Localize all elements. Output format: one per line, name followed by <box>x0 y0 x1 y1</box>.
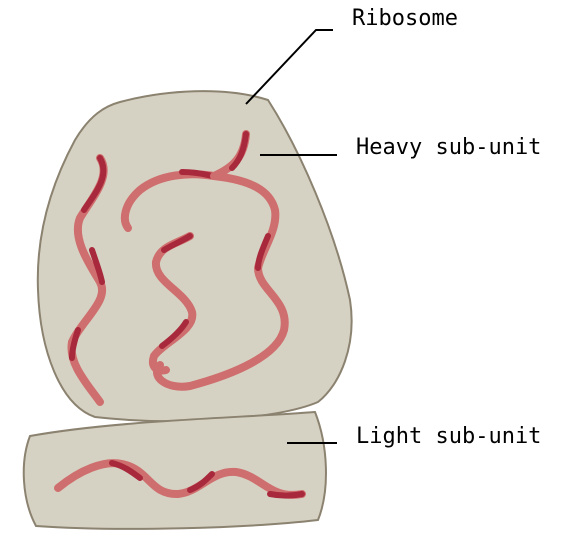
ribosome-label: Ribosome <box>352 7 458 31</box>
light-subunit-label: Light sub-unit <box>356 425 541 449</box>
light-subunit-shape <box>24 412 326 529</box>
ribosome-leader-line <box>246 30 333 104</box>
heavy-subunit-label: Heavy sub-unit <box>356 136 541 160</box>
